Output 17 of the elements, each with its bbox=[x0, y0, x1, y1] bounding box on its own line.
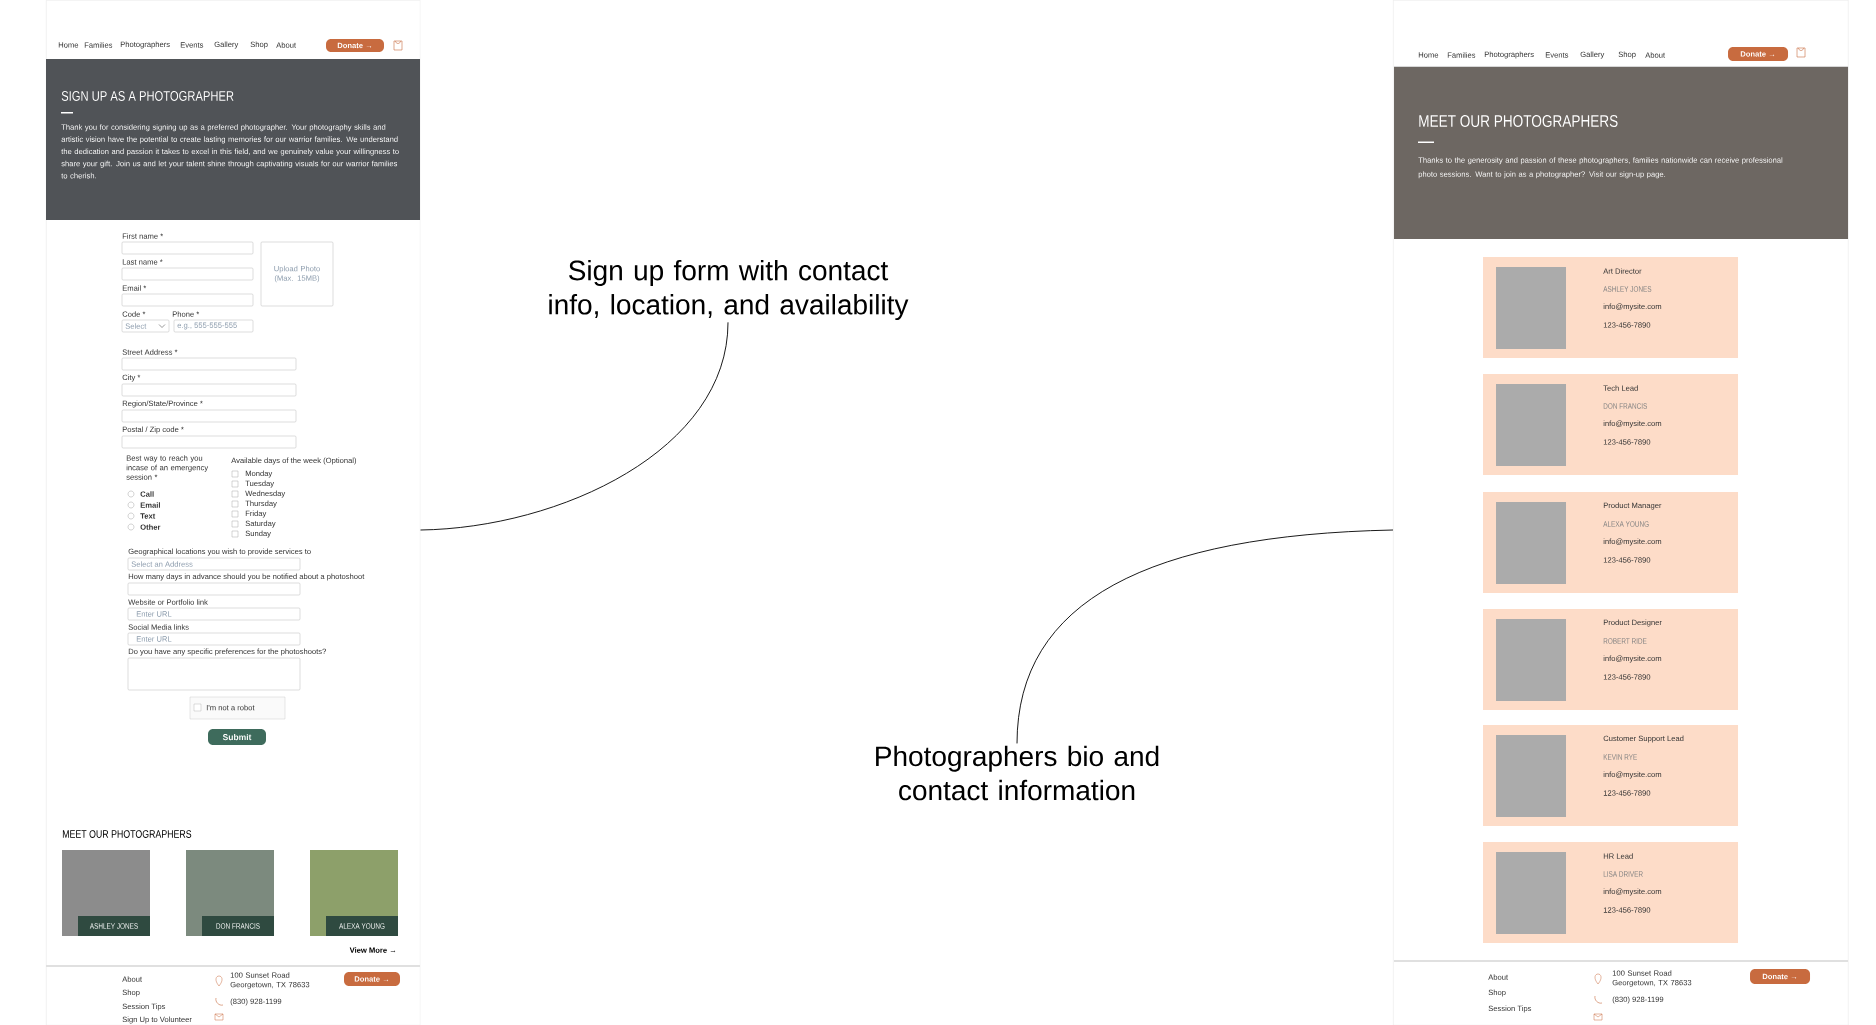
person-name: DON FRANCIS bbox=[1603, 403, 1647, 409]
person-name: KEVIN RYE bbox=[1603, 754, 1637, 760]
name-caption: DON FRANCIS bbox=[202, 916, 274, 936]
leader-line bbox=[420, 321, 729, 531]
person-name: LISA DRIVER bbox=[1603, 871, 1643, 877]
name-caption: ASHLEY JONES bbox=[78, 916, 150, 936]
name-caption: ALEXA YOUNG bbox=[326, 916, 398, 936]
person-name: ALEXA YOUNG bbox=[1603, 521, 1649, 527]
page-heading: SIGN UP AS A PHOTOGRAPHER bbox=[61, 91, 234, 101]
page-heading: MEET OUR PHOTOGRAPHERS bbox=[1419, 115, 1618, 128]
section-heading: MEET OUR PHOTOGRAPHERS bbox=[62, 830, 192, 838]
submit-button: Submit bbox=[208, 729, 266, 745]
person-name: ASHLEY JONES bbox=[1603, 286, 1652, 292]
annotation-text: Sign up form with contact info, location, and availability bbox=[549, 259, 909, 321]
person-name: ROBERT RIDE bbox=[1603, 638, 1647, 644]
leader-line bbox=[1016, 529, 1394, 744]
annotation-text: Photographers bio and contact information bbox=[876, 745, 1159, 801]
